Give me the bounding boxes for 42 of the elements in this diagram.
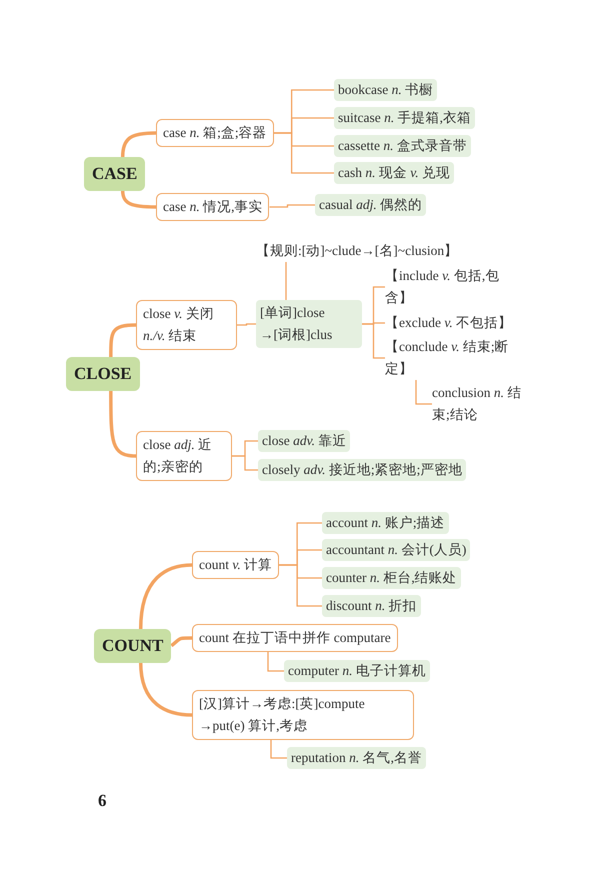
connector-line (279, 564, 322, 607)
page-number: 6 (98, 790, 106, 812)
connector-line (362, 323, 385, 359)
connector-line (285, 262, 287, 300)
note-text: 【exclude v. 不包括】 (385, 312, 512, 334)
branch-curve (109, 323, 136, 357)
word-box: suitcase n. 手提箱,衣箱 (334, 107, 475, 129)
word-box: cassette n. 盒式录音带 (334, 135, 471, 157)
branch-curve (170, 636, 192, 648)
topic-node: COUNT (94, 629, 172, 662)
note-text: conclusion n. 结束;结论 (432, 382, 527, 426)
branch-curve (138, 563, 192, 630)
connector-line (237, 323, 256, 326)
word-box: accountant n. 会计(人员) (322, 539, 470, 561)
word-box: closely adv. 接近地;紧密地;严密地 (258, 459, 466, 481)
word-box: close adv. 靠近 (258, 430, 350, 452)
connector-line (267, 652, 284, 672)
meaning-box: count v. 计算 (192, 551, 280, 579)
word-box: counter n. 柜台,结账处 (322, 567, 461, 589)
connector-line (415, 380, 432, 405)
branch-curve (138, 662, 192, 717)
word-box: [单词]close →[词根]clus (256, 300, 362, 348)
word-box: reputation n. 名气,名誉 (287, 747, 426, 769)
meaning-box: count 在拉丁语中拼作 computare (192, 624, 398, 652)
word-box: discount n. 折扣 (322, 595, 421, 617)
meaning-box: close v. 关闭 n./v. 结束 (136, 300, 237, 350)
connector-line (269, 204, 315, 208)
meaning-box: case n. 情况,事实 (156, 193, 270, 221)
connector-line (274, 132, 334, 174)
word-box: casual adj. 偶然的 (315, 194, 426, 216)
topic-node: CASE (84, 157, 146, 190)
word-box: account n. 账户;描述 (322, 512, 449, 534)
word-box: cash n. 现金 v. 兑现 (334, 162, 454, 184)
meaning-box: close adj. 近的;亲密的 (136, 431, 232, 481)
meaning-box: case n. 箱;盒;容器 (156, 119, 274, 147)
connector-line (232, 455, 258, 471)
word-box: bookcase n. 书橱 (334, 79, 438, 101)
meaning-box: [汉]算计→考虑:[英]compute →put(e) 算计,考虑 (192, 690, 414, 740)
word-box: computer n. 电子计算机 (284, 660, 430, 682)
connector-line (270, 740, 287, 759)
topic-node: CLOSE (66, 357, 140, 390)
note-text: 【规则:[动]~clude→[名]~clusion】 (256, 240, 458, 262)
